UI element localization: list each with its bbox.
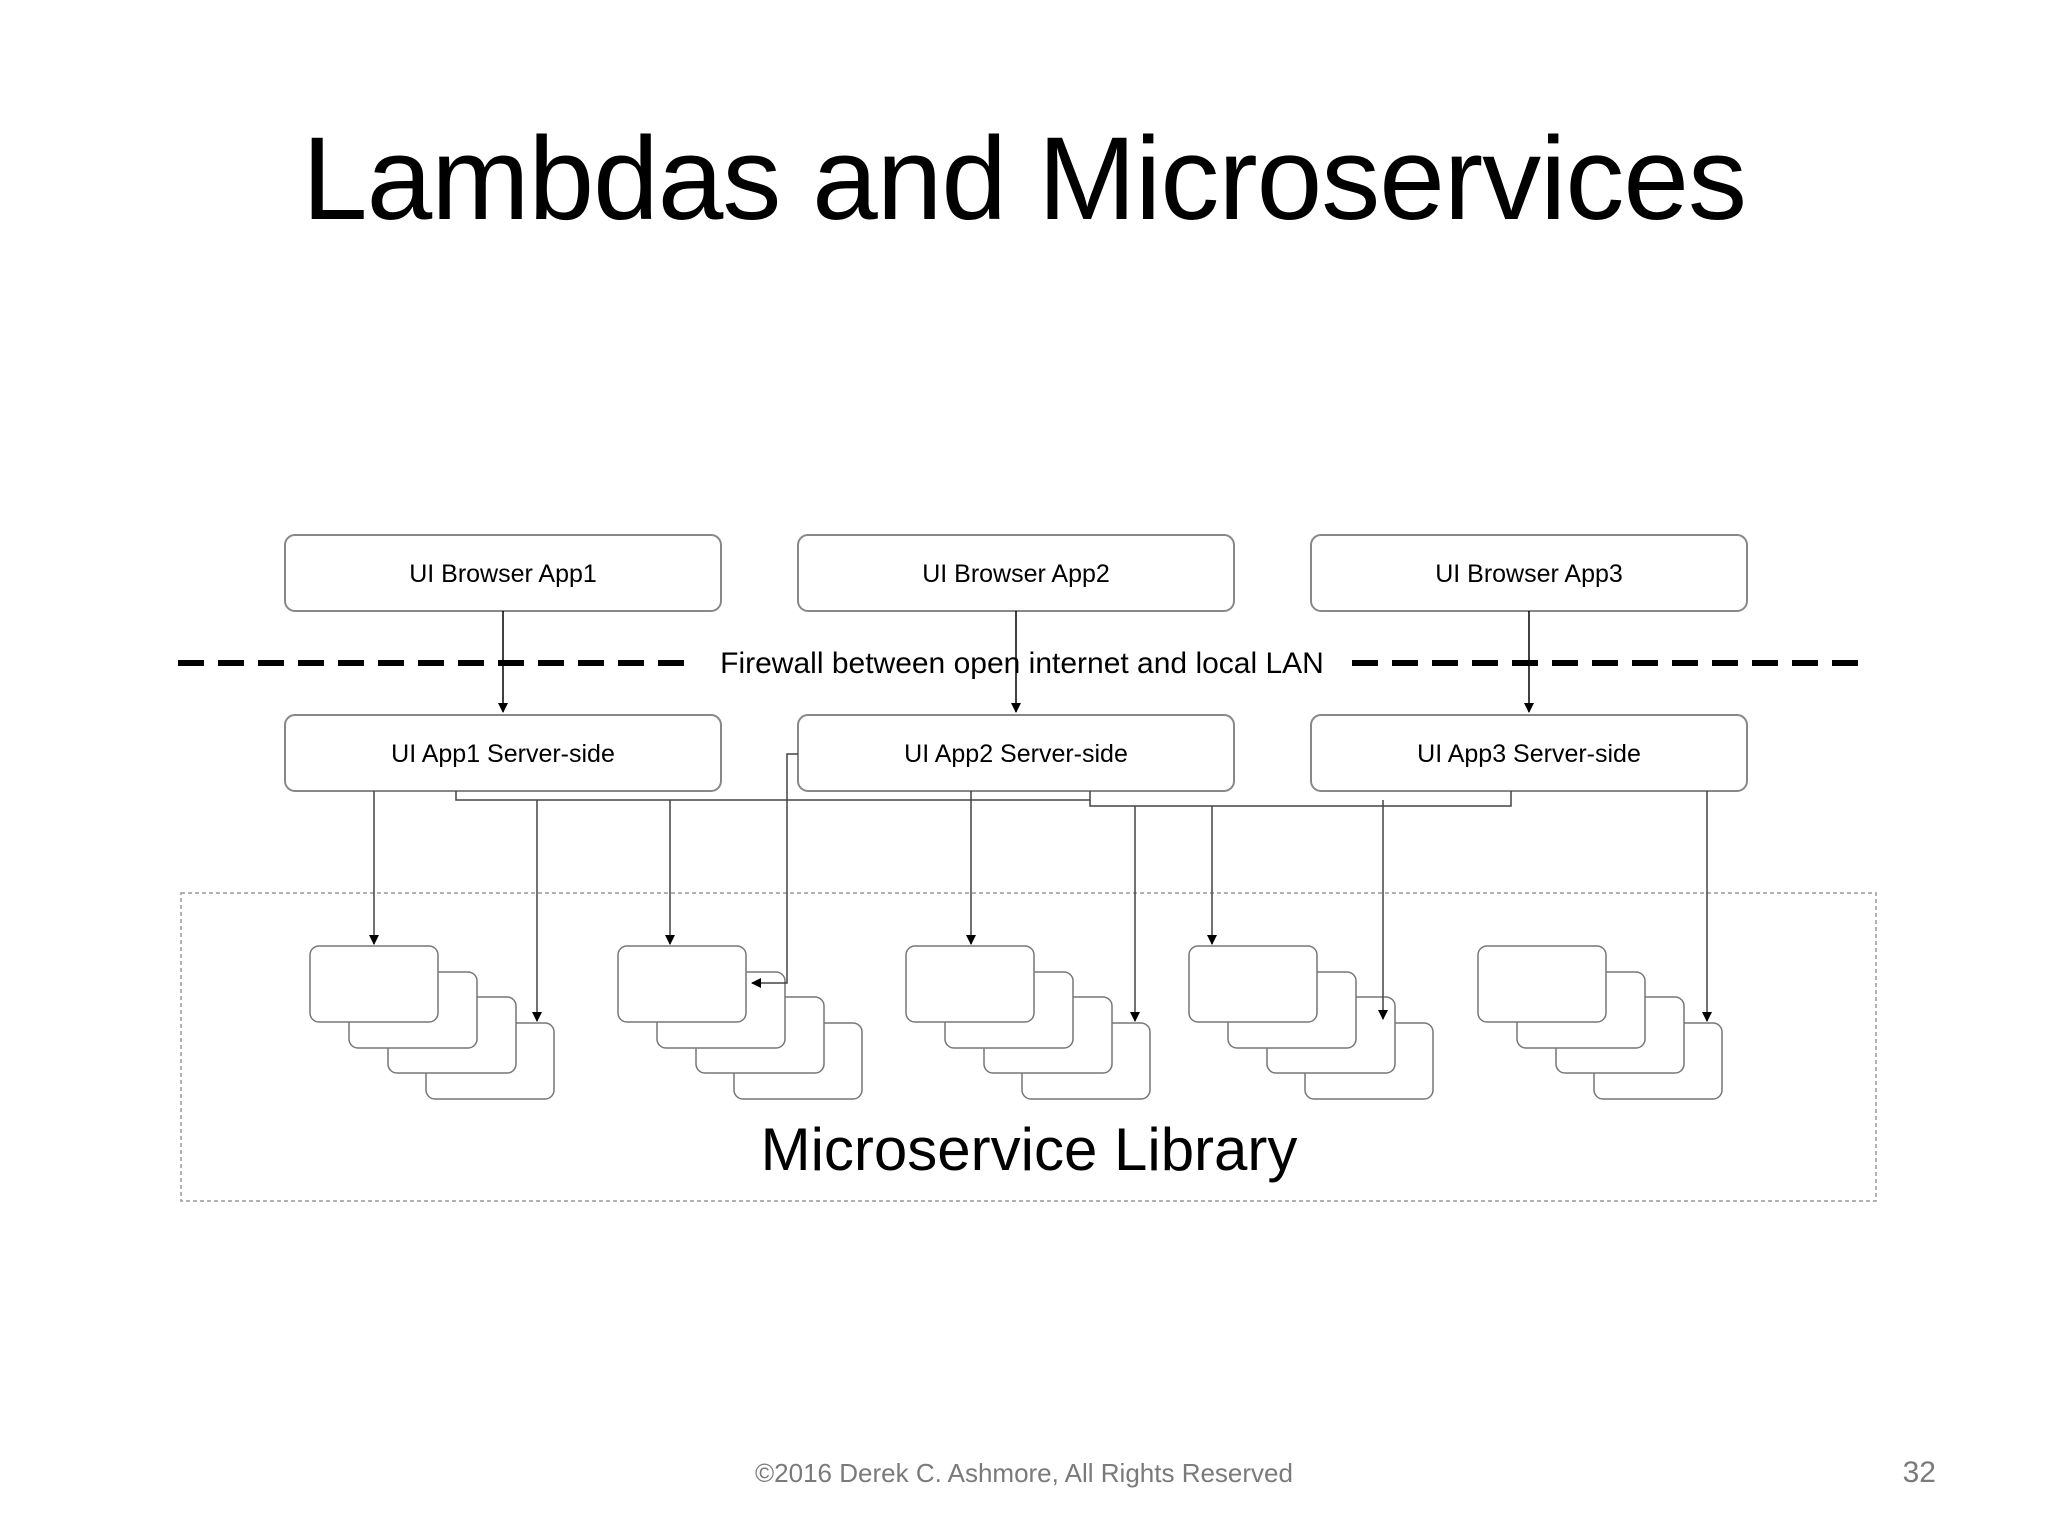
server-app-label: UI App1 Server-side	[391, 740, 615, 768]
server-app-box-3: UI App3 Server-side	[1310, 714, 1748, 792]
firewall-line: Firewall between open internet and local…	[178, 647, 1870, 680]
service-connectors	[369, 753, 1712, 1022]
microservice-stack-1	[309, 945, 555, 1100]
microservice-stack-3	[905, 945, 1151, 1100]
firewall-label: Firewall between open internet and local…	[720, 647, 1324, 680]
browser-app-label: UI Browser App1	[409, 560, 597, 588]
server-app-label: UI App3 Server-side	[1417, 740, 1641, 768]
browser-app-box-1: UI Browser App1	[284, 534, 722, 612]
browser-app-label: UI Browser App2	[922, 560, 1110, 588]
browser-app-box-2: UI Browser App2	[797, 534, 1235, 612]
browser-app-box-3: UI Browser App3	[1310, 534, 1748, 612]
microservice-library-boundary	[180, 892, 1877, 1202]
microservice-stack-4	[1188, 945, 1434, 1100]
slide-title: Lambdas and Microservices	[301, 113, 1747, 245]
browser-app-label: UI Browser App3	[1435, 560, 1623, 588]
browser-to-server-arrows	[498, 611, 1534, 713]
server-app-box-2: UI App2 Server-side	[797, 714, 1235, 792]
microservice-stack-5	[1477, 945, 1723, 1100]
copyright-footer: ©2016 Derek C. Ashmore, All Rights Reser…	[755, 1458, 1293, 1488]
microservice-library-label: Microservice Library	[761, 1116, 1298, 1183]
server-app-label: UI App2 Server-side	[904, 740, 1128, 768]
server-app-box-1: UI App1 Server-side	[284, 714, 722, 792]
microservice-stack-2	[617, 945, 863, 1100]
page-number: 32	[1902, 1456, 1936, 1489]
